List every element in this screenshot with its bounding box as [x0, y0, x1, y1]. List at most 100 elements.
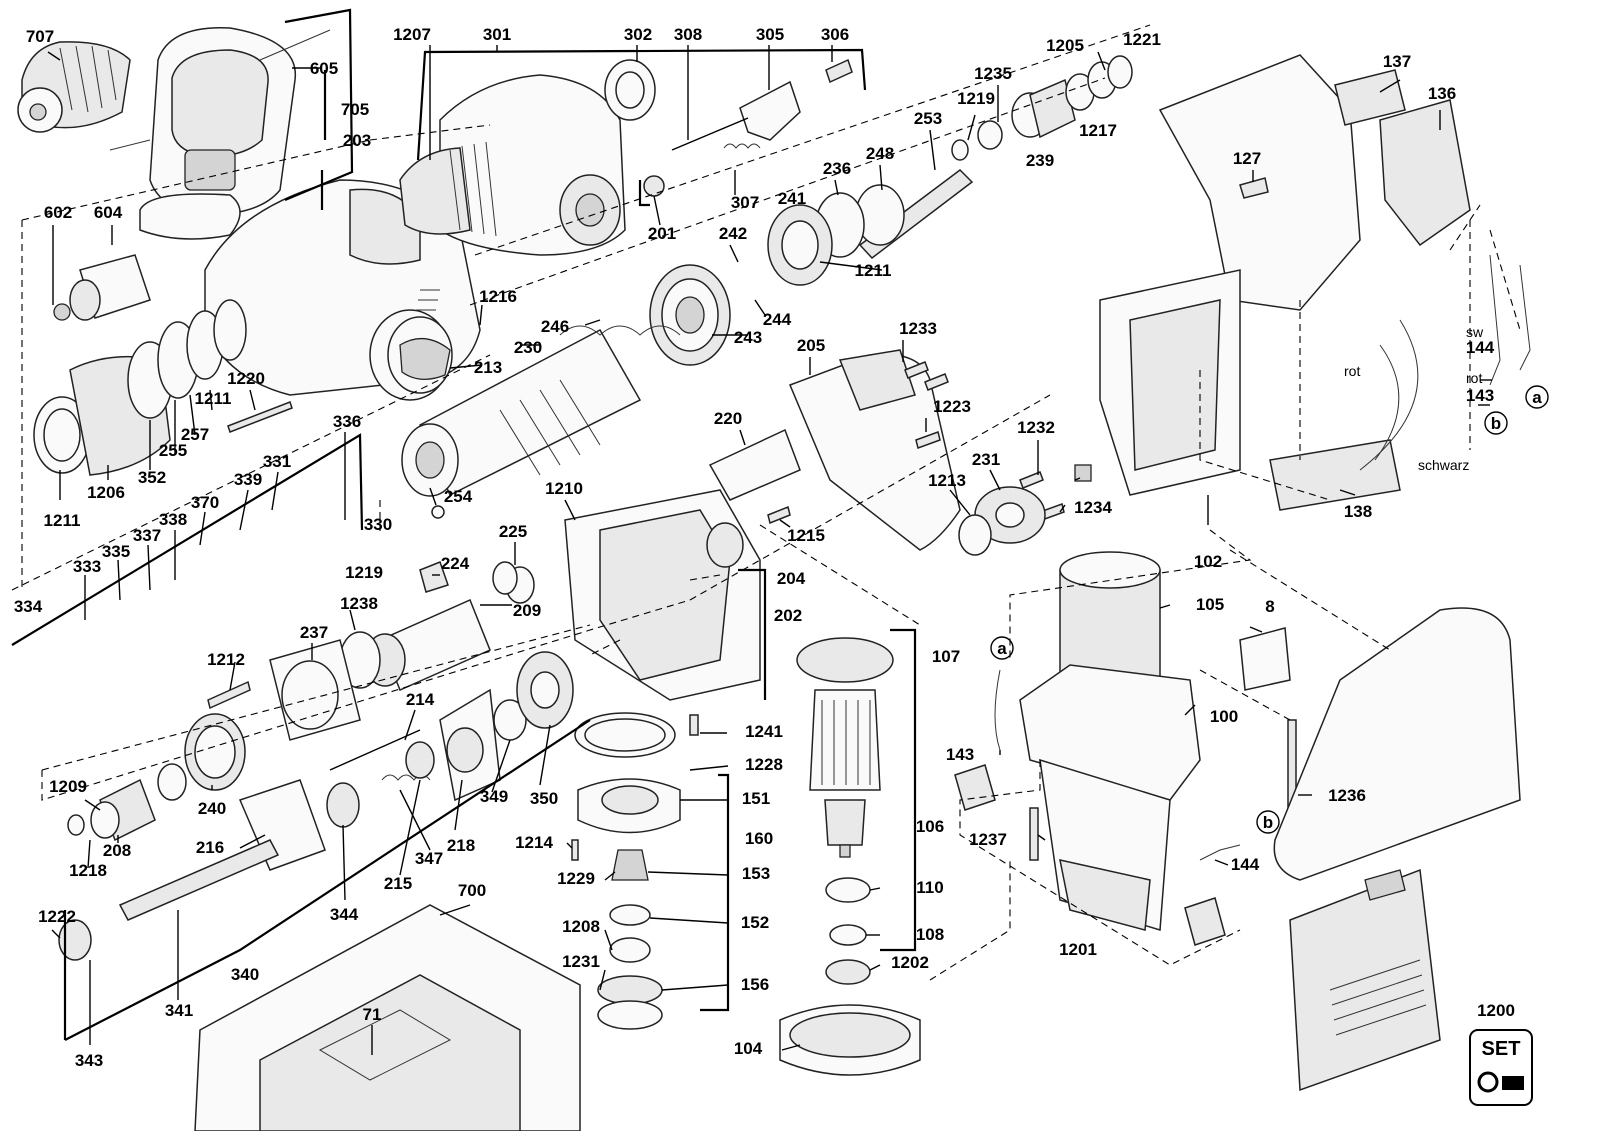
part-number-label: 343: [75, 1051, 103, 1070]
part-number-label: 1215: [787, 526, 825, 545]
part-number-label: 106: [916, 817, 944, 836]
part-number-label: 213: [474, 358, 502, 377]
part-number-label: 308: [674, 25, 702, 44]
screw-1241: [689, 714, 699, 736]
connector-b-right-label: b: [1491, 414, 1501, 433]
side-handle: [109, 27, 331, 240]
screw-1233b: [924, 373, 949, 391]
screw-1232a: [1019, 471, 1044, 489]
pin-214: [329, 729, 421, 771]
part-number-label: 246: [541, 317, 569, 336]
piston-209: [339, 598, 491, 692]
part-number-label: 305: [756, 25, 784, 44]
part-number-label: 254: [444, 487, 473, 506]
part-number-label: 605: [310, 59, 338, 78]
part-number-label: 307: [731, 193, 759, 212]
gear-243: [649, 264, 731, 366]
part-number-label: 1206: [87, 483, 125, 502]
part-number-label: 707: [26, 27, 54, 46]
housing-202: [564, 489, 761, 701]
pin-308: [671, 117, 749, 151]
part-number-label: 102: [1194, 552, 1222, 571]
part-number-label: 151: [742, 789, 770, 808]
brush-holder-right: [1184, 897, 1226, 946]
crank-218: [439, 688, 501, 802]
block-1234: [1074, 464, 1092, 482]
bearing-108: [829, 924, 867, 946]
sleeve-208: [90, 778, 156, 842]
gearbox-cover: [399, 74, 626, 256]
part-number-label: 1207: [393, 25, 431, 44]
part-number-label: 107: [932, 647, 960, 666]
part-number-label: 253: [914, 109, 942, 128]
part-number-label: 1229: [557, 869, 595, 888]
adapter-604: [53, 254, 151, 321]
screw-1237: [1029, 807, 1039, 861]
wire-schwarz: [1359, 319, 1419, 471]
part-137: [1334, 69, 1406, 126]
part-number-label: 339: [234, 470, 262, 489]
part-number-label: 127: [1233, 149, 1261, 168]
oring-1209: [157, 763, 187, 801]
part-224: [419, 561, 449, 593]
part-number-label: 1233: [899, 319, 937, 338]
part-number-label: 334: [14, 597, 43, 616]
part-number-label: 338: [159, 510, 187, 529]
part-number-label: 350: [530, 789, 558, 808]
bushing-1202: [825, 959, 871, 985]
ring-1218: [67, 814, 85, 836]
shaft-341: [118, 839, 280, 921]
part-number-label: 349: [480, 787, 508, 806]
clutch-215: [405, 741, 435, 779]
part-number-label: 1214: [515, 833, 553, 852]
part-number-label: 218: [447, 836, 475, 855]
barrel-230: [401, 325, 681, 497]
set-badge-text: SET: [1482, 1038, 1521, 1060]
part-number-label: 220: [714, 409, 742, 428]
part-number-label: 1210: [545, 479, 583, 498]
screw-icon: [1502, 1076, 1524, 1090]
part-number-label: 330: [364, 515, 392, 534]
armature-107: [796, 637, 894, 858]
wire-143: [1489, 254, 1501, 386]
cover-205: [789, 349, 961, 551]
part-number-label: 143: [1466, 386, 1494, 405]
part-number-label: 1231: [562, 952, 600, 971]
part-number-label: 156: [741, 975, 769, 994]
part-number-label: 244: [763, 310, 792, 329]
part-number-label: 255: [159, 441, 187, 460]
connector-a-left: [990, 636, 1014, 660]
part-number-label: 236: [823, 159, 851, 178]
part-number-label: 205: [797, 336, 825, 355]
part-number-label: 1220: [227, 369, 265, 388]
screw-1215: [767, 505, 791, 525]
part-number-label: 1241: [745, 722, 783, 741]
screw-1223: [915, 431, 941, 449]
part-number-label: 104: [734, 1039, 763, 1058]
part-number-label: 230: [514, 338, 542, 357]
connector-a-left-label: a: [997, 639, 1007, 658]
part-number-label: 602: [44, 203, 72, 222]
bracket-lines: [11, 8, 917, 1041]
part-number-label: 1211: [855, 261, 892, 280]
part-number-label: 209: [513, 601, 541, 620]
dashed-alignment-lines: [11, 24, 1521, 981]
part-number-label: 239: [1026, 151, 1054, 170]
part-number-label: 302: [624, 25, 652, 44]
connector-b-right: [1484, 411, 1508, 435]
part-number-label: 203: [343, 131, 371, 150]
oring-1219b: [951, 139, 969, 161]
part-number-label: 1236: [1328, 786, 1366, 805]
connector-callouts: a b a b: [990, 385, 1549, 834]
part-number-label: 8: [1265, 597, 1274, 616]
screw-1220: [227, 401, 293, 433]
part-number-label: 143: [946, 745, 974, 764]
part-number-label: 341: [165, 1001, 193, 1020]
part-number-label: 242: [719, 224, 747, 243]
oring-1219: [977, 120, 1003, 150]
switch-136: [1379, 99, 1471, 247]
part-number-label: 604: [94, 203, 123, 222]
bracket-305: [739, 80, 801, 141]
handle-housing-102: [1099, 54, 1361, 496]
